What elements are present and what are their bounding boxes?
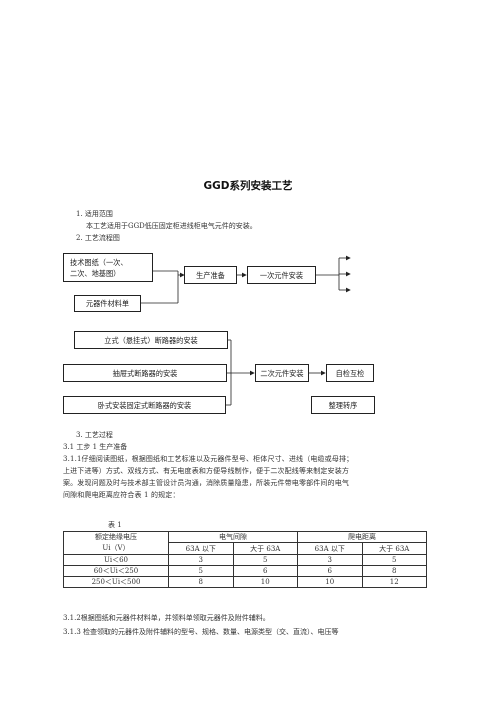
tech-drawings-line2: 二次、地基图） [70,268,121,278]
para-line: 上进下进等）方式、双线方式、有无电度表和方便导线制作，便于二次配线等来制定安装方 [63,467,349,475]
sub-header: 63A 以下 [168,542,234,555]
voltage-header-line1: 额定绝缘电压 [95,533,137,541]
table-cell: 8 [168,576,234,588]
self-check-box: 自检互检 [326,364,374,382]
voltage-header-line2: Ui（V） [102,544,130,552]
clearance-table: 额定绝缘电压 Ui（V） 电气间隙 爬电距离 63A 以下 大于 63A 63A… [63,531,427,588]
clearance-header: 电气间隙 [168,531,298,543]
table-cell: 6 [232,565,298,577]
section-3-heading: 3. 工艺过程 [76,431,113,439]
tech-drawings-box: 技术图纸（一次、 二次、地基图） [63,253,153,282]
table-cell: Ui＜60 [63,554,169,566]
table-cell: 12 [361,576,427,588]
table-cell: 3 [168,554,234,566]
table-cell: 5 [232,554,298,566]
sub-header: 大于 63A [361,542,427,555]
table-cell: 5 [168,565,234,577]
section-3-1-heading: 3.1 工步 1 生产准备 [63,443,128,451]
table-cell: 10 [232,576,298,588]
para-line: 案。发现问题及时与技术部主管设计员沟通，消除质量隐患，所装元件带电零部件间的电气 [63,479,349,487]
section-1-body: 本工艺适用于GGD低压固定柜进线柜电气元件的安装。 [86,222,257,230]
table-cell: 8 [361,565,427,577]
creepage-header: 爬电距离 [297,531,427,543]
page-title: GGD系列安装工艺 [203,180,293,192]
para-line: 3.1.1仔细阅读图纸，根据图纸和工艺标准以及元器件型号、柜体尺寸、进线（电缆或… [63,455,354,463]
table-cell: 5 [361,554,427,566]
section-3-1-1-paragraph: 3.1.1仔细阅读图纸，根据图纸和工艺标准以及元器件型号、柜体尺寸、进线（电缆或… [63,453,435,501]
sub-header: 大于 63A [232,542,298,555]
table-cell: 60＜Ui＜250 [63,565,169,577]
bom-box: 元器件材料单 [74,295,141,312]
table-cell: 6 [297,565,363,577]
drawout-breaker-box: 抽屉式断路器的安装 [63,364,227,382]
production-prep-box: 生产准备 [184,266,237,284]
vertical-breaker-box: 立式（悬挂式）断路器的安装 [74,331,228,349]
primary-install-box: 一次元件安装 [247,266,316,284]
section-3-1-2: 3.1.2根据图纸和元器件材料单，并领料单领取元器件及附件辅料。 [63,614,270,622]
table-row: 60＜Ui＜250 5 6 6 8 [63,565,427,577]
section-2-heading: 2. 工艺流程图 [76,234,120,242]
sub-header: 63A 以下 [297,542,363,555]
table-cell: 250＜Ui＜500 [63,576,169,588]
para-line: 间隙和爬电距离应符合表 1 的规定： [63,491,180,499]
table-cell: 3 [297,554,363,566]
table-cell: 10 [297,576,363,588]
section-1-heading: 1. 适用范围 [76,210,113,218]
voltage-header: 额定绝缘电压 Ui（V） [63,531,169,555]
horizontal-breaker-box: 卧式安装固定式断路器的安装 [63,396,226,414]
secondary-install-box: 二次元件安装 [255,364,309,382]
finish-transfer-box: 整理转序 [311,396,375,414]
table-row: 250＜Ui＜500 8 10 10 12 [63,576,427,588]
table-header-row: 额定绝缘电压 Ui（V） 电气间隙 爬电距离 [63,531,427,555]
tech-drawings-line1: 技术图纸（一次、 [70,257,128,267]
table-caption: 表 1 [108,521,122,529]
table-row: Ui＜60 3 5 3 5 [63,554,427,566]
section-3-1-3: 3.1.3 检查领取的元器件及附件辅料的型号、规格、数量、电源类型（交、直流）、… [63,628,339,636]
